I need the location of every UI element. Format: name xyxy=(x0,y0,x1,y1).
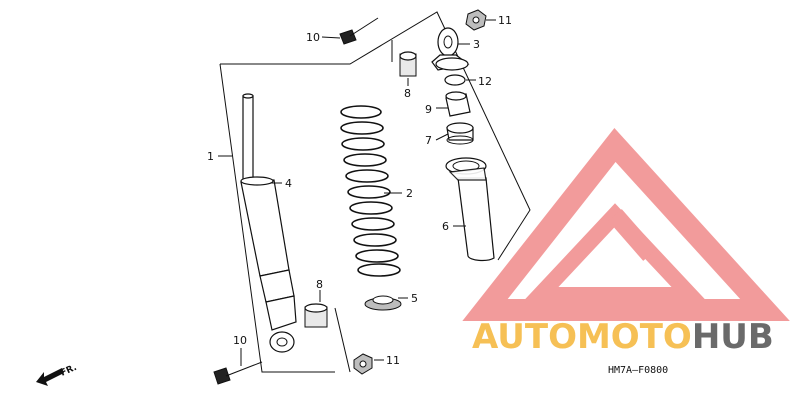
svg-text:AUTOMOTOHUB: AUTOMOTOHUB xyxy=(472,317,774,357)
bump-rubber xyxy=(445,91,471,117)
nut-top xyxy=(465,9,487,31)
callout-6: 6 xyxy=(442,220,449,233)
callout-8-top: 8 xyxy=(404,87,411,100)
watermark-logo xyxy=(462,127,790,321)
callout-5: 5 xyxy=(411,292,418,305)
callout-10-bottom: 10 xyxy=(233,334,247,347)
brand-part2: HUB xyxy=(692,317,774,357)
callout-12: 12 xyxy=(478,75,492,88)
callout-7: 7 xyxy=(425,134,432,147)
front-arrow-icon: FR. xyxy=(36,363,78,386)
collar xyxy=(446,122,474,145)
bushing-bottom xyxy=(304,303,328,328)
diagram-code: HM7A—F0800 xyxy=(608,365,668,376)
spring xyxy=(340,105,401,277)
callout-3: 3 xyxy=(473,38,480,51)
callout-8-bottom: 8 xyxy=(316,278,323,291)
damper xyxy=(240,93,297,353)
assembly-frame xyxy=(219,11,531,373)
leader-lines xyxy=(218,19,496,366)
washer xyxy=(444,74,466,86)
bolt-top xyxy=(339,17,379,45)
watermark-text: AUTOMOTOHUB xyxy=(472,317,774,357)
bushing-top xyxy=(399,51,417,77)
nut-bottom xyxy=(353,353,373,375)
front-marker-label: FR. xyxy=(59,363,78,379)
callout-9: 9 xyxy=(425,103,432,116)
bolt-bottom xyxy=(213,361,263,385)
upper-mount xyxy=(431,27,470,71)
callout-4: 4 xyxy=(285,177,292,190)
callout-2: 2 xyxy=(406,187,413,200)
spring-seat xyxy=(364,295,402,311)
callout-1: 1 xyxy=(207,150,214,163)
brand-part1: AUTOMOTO xyxy=(472,317,692,357)
callout-11-bottom: 11 xyxy=(386,354,400,367)
callout-11-top: 11 xyxy=(498,14,512,27)
dust-boot xyxy=(445,157,495,262)
callout-10-top: 10 xyxy=(306,31,320,44)
